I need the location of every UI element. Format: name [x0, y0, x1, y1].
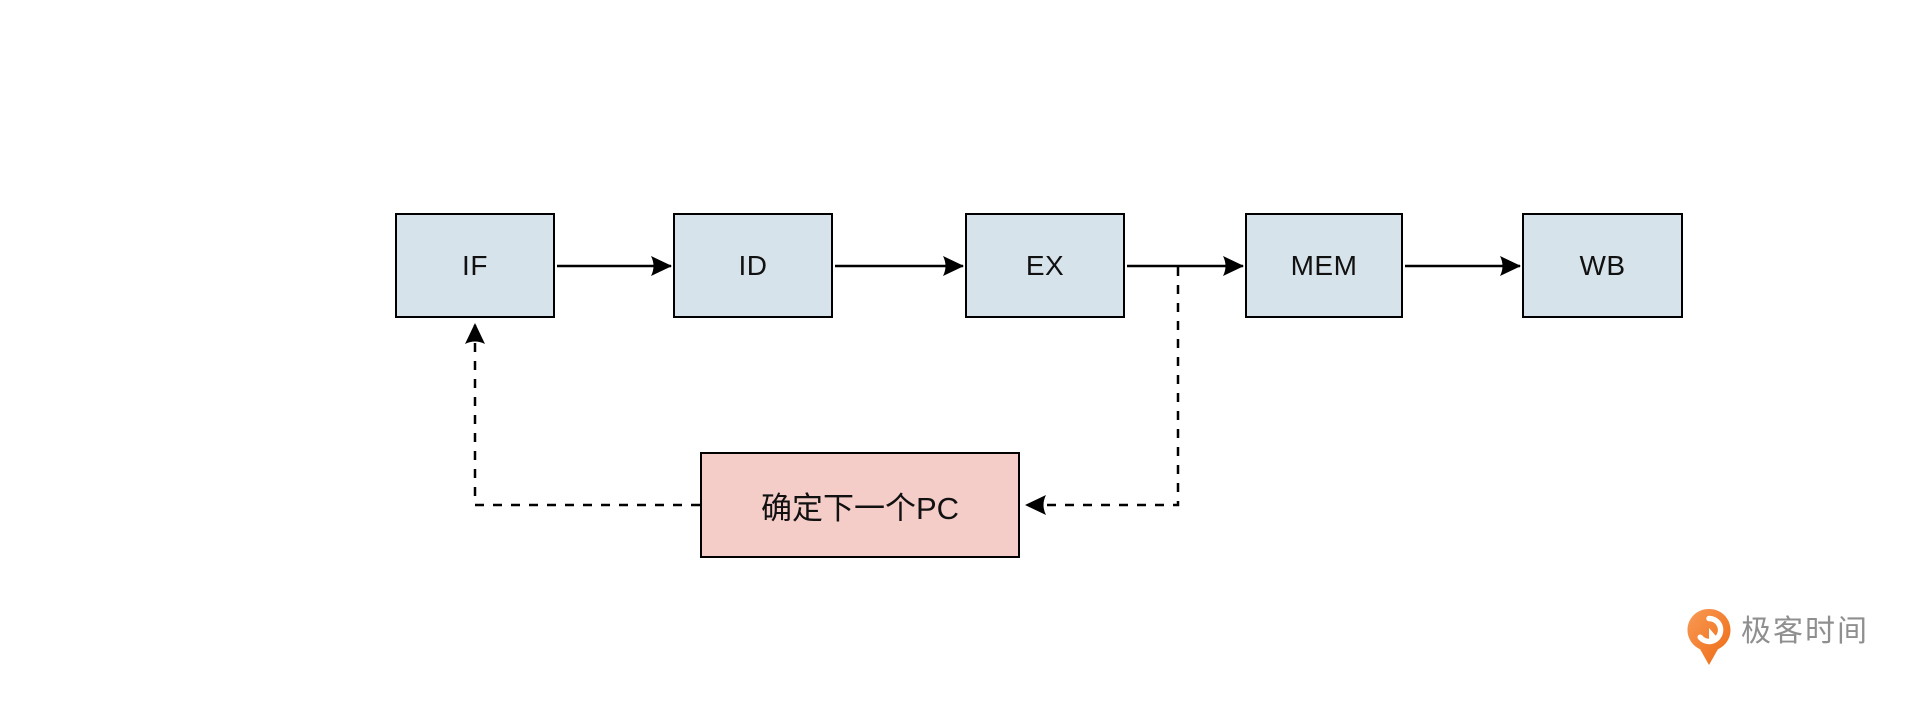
- stage-label-id: ID: [738, 249, 768, 281]
- stage-box-wb: WB: [1522, 213, 1683, 318]
- feedback-box-next-pc: 确定下一个PC: [700, 452, 1020, 558]
- stage-box-if: IF: [395, 213, 555, 318]
- stage-label-ex: EX: [1025, 249, 1065, 281]
- stage-label-wb: WB: [1579, 249, 1626, 281]
- brand-logo: 极客时间: [1686, 608, 1869, 666]
- stage-box-id: ID: [673, 213, 833, 318]
- stage-box-mem: MEM: [1245, 213, 1403, 318]
- feedback-box-label: 确定下一个PC: [760, 490, 960, 526]
- stage-label-mem: MEM: [1290, 249, 1358, 281]
- brand-logo-text: 极客时间: [1741, 615, 1869, 648]
- stage-label-if: IF: [462, 249, 488, 281]
- geek-time-pin-icon: [1687, 609, 1731, 665]
- dashed-arrow-feedback-to-if: [465, 323, 700, 507]
- stage-box-ex: EX: [965, 213, 1125, 318]
